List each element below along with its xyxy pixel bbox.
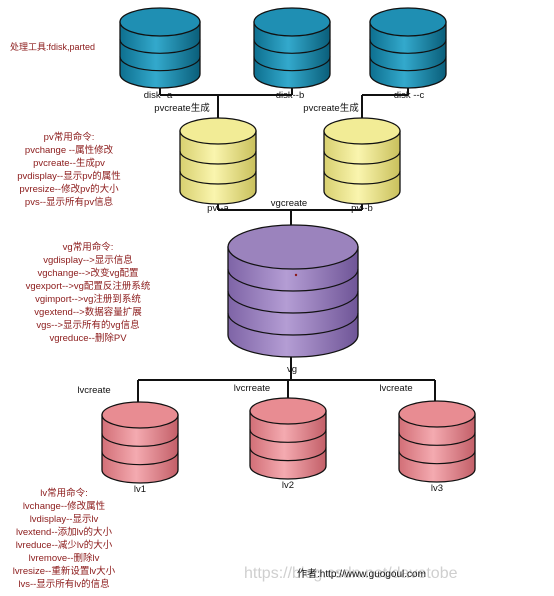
lv3-cylinder <box>398 400 476 483</box>
lvcreate-label-2: lvcrreate <box>234 383 270 394</box>
lv3-cylinder-band <box>398 450 476 465</box>
pv-a-cylinder <box>179 117 257 205</box>
vg-command: vgchange-->改变vg配置 <box>37 267 138 279</box>
lv-command: lvdisplay--显示lv <box>30 514 99 525</box>
pv-label-a: pv--a <box>207 203 229 214</box>
vg-dot <box>294 273 298 277</box>
pv-command: pvchange --属性修改 <box>25 144 114 156</box>
vg-label: vg <box>287 364 297 375</box>
lvcreate-label-3: lvcreate <box>379 383 412 394</box>
vg-cylinder <box>227 224 359 358</box>
lv2-cylinder-band <box>249 429 327 443</box>
disk-b-cylinder-band <box>253 39 331 54</box>
disk-c-cylinder-top <box>369 7 447 37</box>
disk-label-b: disk--b <box>276 90 305 101</box>
pv-a-cylinder-band <box>179 150 257 165</box>
pv-commands: pv常用命令: pvchange --属性修改 pvcreate--生成pv p… <box>17 131 121 208</box>
lv-label-3: lv3 <box>431 483 443 494</box>
vg-commands-title: vg常用命令: <box>63 241 114 253</box>
connectors <box>137 80 436 402</box>
lv2-cylinder <box>249 397 327 480</box>
pv-b-cylinder-band <box>323 150 401 165</box>
disk-b-cylinder <box>253 7 331 89</box>
lv-command: lvreduce--减少lv的大小 <box>16 539 113 551</box>
lv3-cylinder-body <box>398 413 476 483</box>
vg-command: vgdisplay-->显示信息 <box>43 254 132 266</box>
lv-commands-title: lv常用命令: <box>40 487 88 499</box>
lv1-cylinder-body <box>101 414 179 484</box>
vg-command: vgimport-->vg注册到系统 <box>35 293 141 305</box>
disk-b-cylinder-top <box>253 7 331 37</box>
vgcreate-label: vgcreate <box>271 198 307 209</box>
lv-command: lvchange--修改属性 <box>23 500 106 512</box>
disk-b-cylinder-body <box>253 21 331 89</box>
vg-command: vgextend-->数据容量扩展 <box>34 306 142 318</box>
pvcreate-label-1: pvcreate生成 <box>154 102 210 114</box>
vg-command: vgs-->显示所有的vg信息 <box>36 319 139 331</box>
disk-label-c: disk --c <box>394 90 425 101</box>
pv-b-cylinder-band <box>323 170 401 185</box>
disk-a-cylinder-band <box>119 39 201 54</box>
disk-c-cylinder-band <box>369 56 447 72</box>
disk-a-cylinder-band <box>119 56 201 72</box>
lv-label-1: lv1 <box>134 484 146 495</box>
pv-b-cylinder <box>323 117 401 205</box>
lv-command: lvremove--删除lv <box>29 552 100 564</box>
lv3-cylinder-top <box>398 400 476 428</box>
pv-command: pvdisplay--显示pv的属性 <box>17 170 121 182</box>
disk-c-cylinder-body <box>369 21 447 89</box>
lv1-cylinder-top <box>101 401 179 429</box>
pv-a-cylinder-body <box>179 130 257 205</box>
vg-cylinder-band <box>227 268 359 292</box>
tools-text: 处理工具:fdisk,parted <box>10 41 95 52</box>
disk-a-cylinder-body <box>119 21 201 89</box>
disk-a-cylinder-top <box>119 7 201 37</box>
watermark: https://blog.csdn.net/davetobe <box>244 565 458 582</box>
pv-command: pvcreate--生成pv <box>33 157 105 169</box>
disk-b-cylinder-band <box>253 56 331 72</box>
vg-cylinder-body <box>227 246 359 358</box>
pv-commands-title: pv常用命令: <box>44 131 95 143</box>
pv-a-cylinder-band <box>179 170 257 185</box>
vg-command: vgexport-->vg配置反注册系统 <box>26 280 151 292</box>
cylinders <box>101 7 476 484</box>
vg-commands: vg常用命令: vgdisplay-->显示信息 vgchange-->改变vg… <box>26 241 151 344</box>
lv-label-2: lv2 <box>282 480 294 491</box>
disk-a-cylinder <box>119 7 201 89</box>
lvcreate-label-1: lvcreate <box>77 385 110 396</box>
pv-b-cylinder-top <box>323 117 401 145</box>
lv-commands: lv常用命令: lvchange--修改属性 lvdisplay--显示lv l… <box>13 487 116 590</box>
lv1-cylinder <box>101 401 179 484</box>
pv-command: pvresize--修改pv的大小 <box>19 183 119 195</box>
author-credit: 作者:http://www.guogoul.com <box>297 568 426 580</box>
lv-command: lvresize--重新设置lv大小 <box>13 565 116 577</box>
lv-command: lvs--显示所有lv的信息 <box>18 578 109 590</box>
lv2-cylinder-top <box>249 397 327 425</box>
vg-cylinder-top <box>227 224 359 270</box>
disk-label-a: disk--a <box>144 90 173 101</box>
vg-cylinder-band <box>227 312 359 336</box>
lv1-cylinder-band <box>101 451 179 466</box>
lv2-cylinder-body <box>249 410 327 480</box>
pv-b-cylinder-body <box>323 130 401 205</box>
lv1-cylinder-band <box>101 433 179 447</box>
vg-command: vgreduce--删除PV <box>49 332 127 344</box>
disk-c-cylinder <box>369 7 447 89</box>
pvcreate-label-2: pvcreate生成 <box>303 102 359 114</box>
lv2-cylinder-band <box>249 447 327 462</box>
lv-command: lvextend--添加lv的大小 <box>16 526 113 538</box>
pv-a-cylinder-top <box>179 117 257 145</box>
disk-c-cylinder-band <box>369 39 447 54</box>
pv-label-b: pv--b <box>351 203 373 214</box>
pv-command: pvs--显示所有pv信息 <box>25 196 113 208</box>
lv3-cylinder-band <box>398 432 476 446</box>
vg-cylinder-band <box>227 290 359 314</box>
